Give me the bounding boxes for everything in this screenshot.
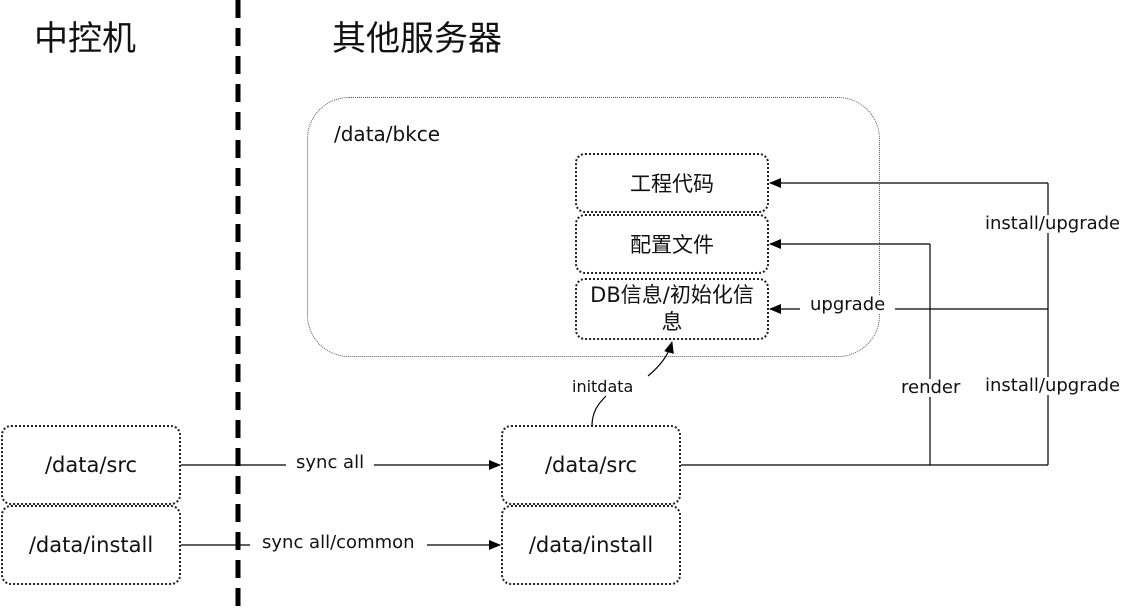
control-src-label: /data/src [44,453,138,477]
arrow-initdata [591,342,672,427]
code-box-label: 工程代码 [630,172,714,196]
server-install-label: /data/install [528,533,654,557]
db-box-label: DB信息/初始化信息 [590,282,754,334]
server-install-box: /data/install [501,505,681,585]
control-src-box: /data/src [1,425,181,505]
server-src-box: /data/src [501,425,681,505]
bkce-container [307,97,880,357]
db-box: DB信息/初始化信息 [575,278,769,340]
control-install-box: /data/install [1,505,181,585]
control-install-label: /data/install [28,533,154,557]
label-initdata: initdata [570,377,636,396]
label-render: render [898,379,964,397]
server-src-label: /data/src [544,453,638,477]
label-sync-common: sync all/common [250,534,427,552]
heading-control-machine: 中控机 [34,19,136,59]
label-upgrade: upgrade [800,296,896,314]
config-box: 配置文件 [575,214,769,274]
code-box: 工程代码 [575,153,769,213]
label-install-upgrade-bottom: install/upgrade [983,375,1123,396]
label-install-upgrade-top: install/upgrade [983,213,1123,234]
config-box-label: 配置文件 [630,233,714,257]
heading-other-servers: 其他服务器 [332,19,502,59]
label-sync-all: sync all [286,454,375,472]
bkce-container-label: /data/bkce [334,122,441,146]
